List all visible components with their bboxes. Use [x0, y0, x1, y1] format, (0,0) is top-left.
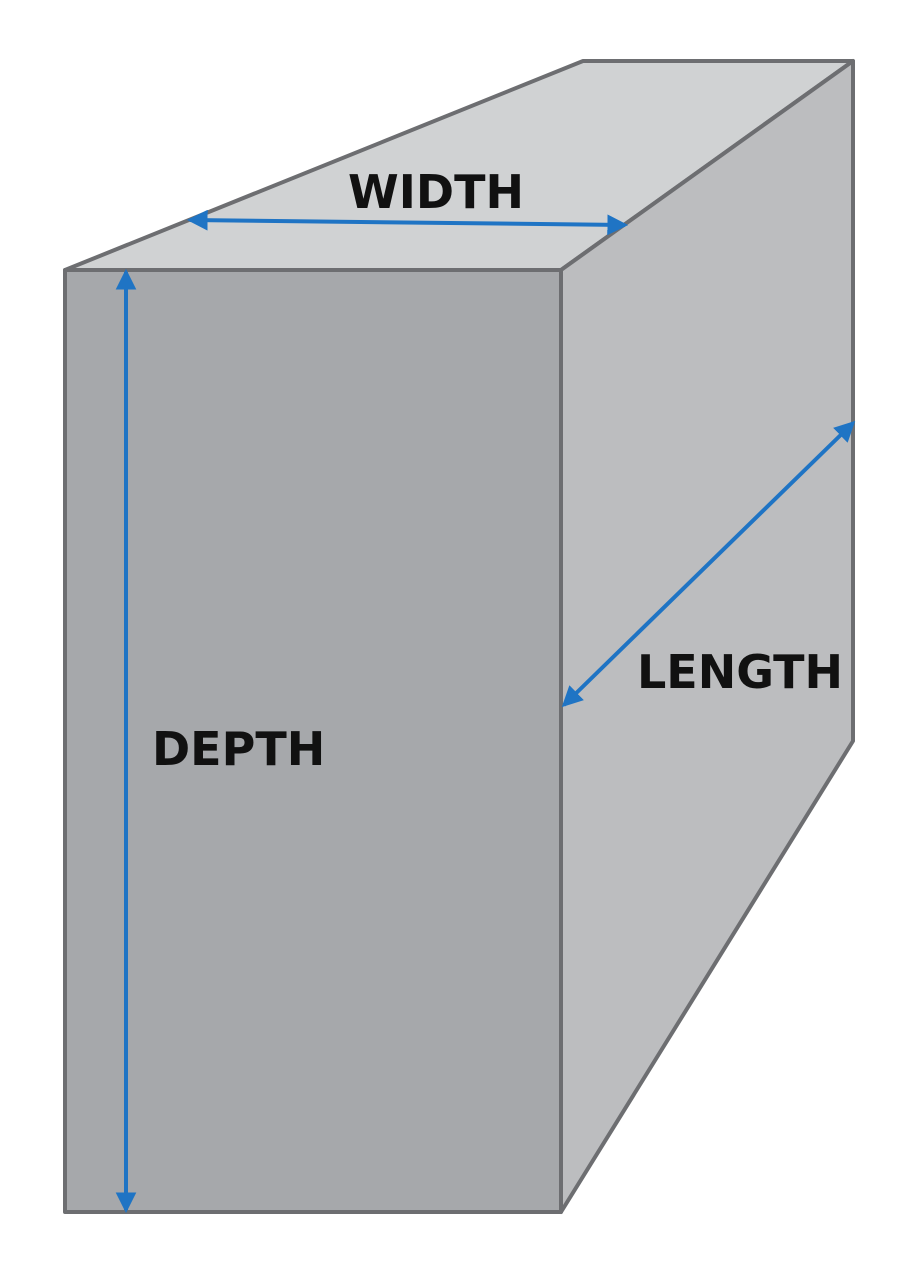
length-label: LENGTH [637, 645, 843, 699]
length-arrow [561, 420, 856, 708]
width-arrow [186, 209, 629, 236]
depth-label: DEPTH [152, 722, 325, 776]
width-label: WIDTH [348, 165, 524, 219]
front-face [63, 268, 563, 1214]
